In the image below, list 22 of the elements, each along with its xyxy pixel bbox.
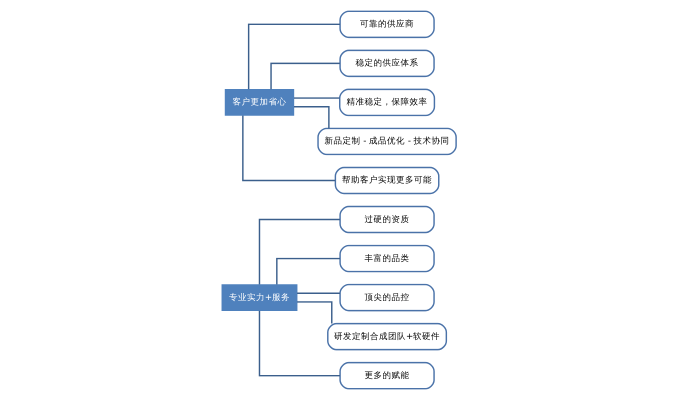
connector	[297, 301, 332, 324]
node-box: 客户更加省心	[224, 89, 294, 116]
connector	[270, 62, 340, 90]
node-box: 可靠的供应商	[339, 10, 435, 38]
node-box: 顶尖的品控	[339, 284, 435, 312]
connector	[294, 97, 340, 99]
connector	[242, 116, 336, 182]
node-box: 新品定制 - 成品优化 - 技术协同	[317, 128, 457, 156]
node-box: 稳定的供应体系	[339, 50, 435, 78]
connector	[248, 24, 340, 90]
node-box: 更多的赋能	[339, 362, 435, 390]
connector	[258, 310, 340, 376]
node-box: 丰富的品类	[339, 244, 435, 272]
node-box: 帮助客户实现更多可能	[334, 166, 440, 194]
node-box: 精准稳定，保障效率	[339, 88, 436, 116]
connector	[276, 258, 340, 284]
connector	[294, 106, 330, 128]
node-box: 专业实力+服务	[222, 284, 298, 311]
connector	[258, 218, 340, 284]
connector	[297, 292, 340, 294]
node-box: 研发定制合成团队+软硬件	[327, 322, 448, 350]
node-box: 过硬的资质	[339, 206, 435, 234]
